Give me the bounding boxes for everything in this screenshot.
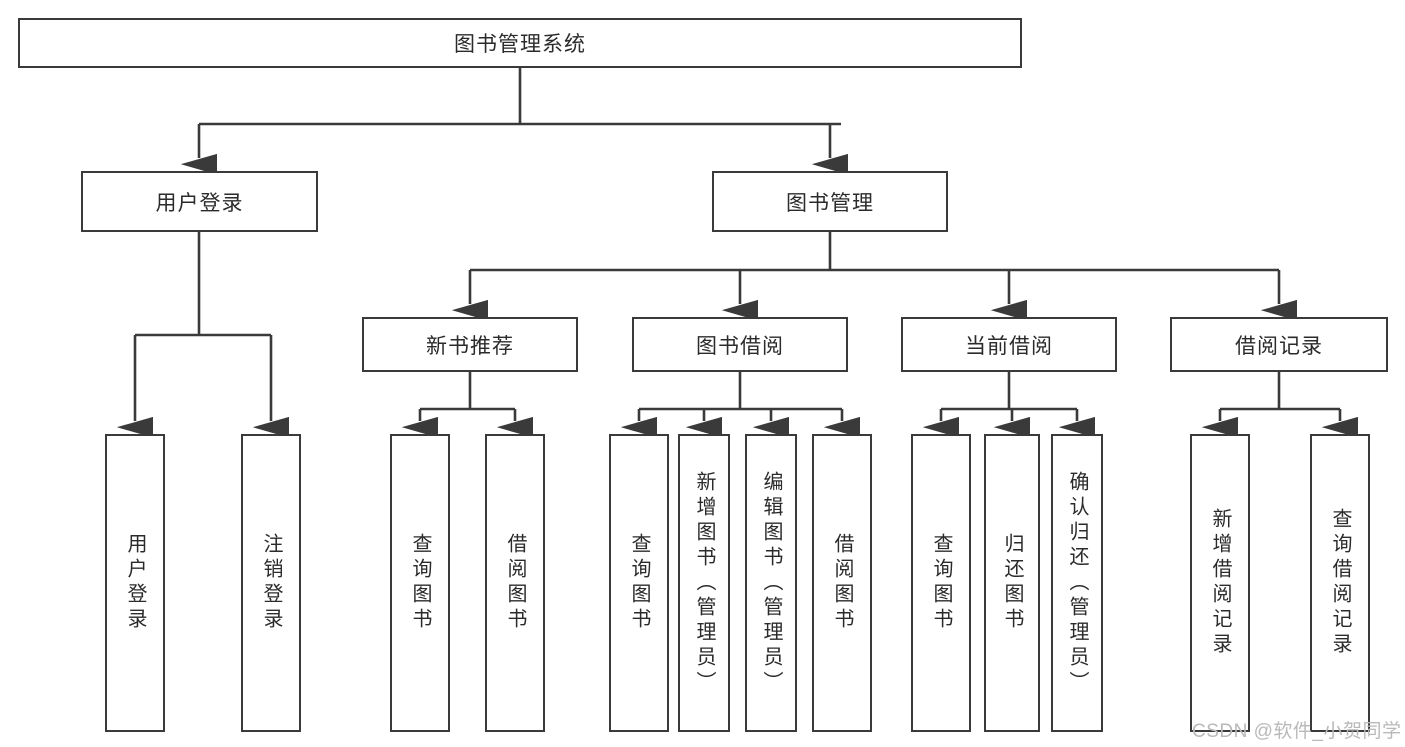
node-leaf-borrow-book-2[interactable]: 借阅图书	[812, 434, 872, 732]
node-leaf-query-book-1-label: 查询图书	[409, 533, 431, 633]
node-leaf-query-book-2[interactable]: 查询图书	[609, 434, 669, 732]
node-book-borrow-label: 图书借阅	[696, 334, 784, 358]
node-leaf-add-borrow-record-label: 新增借阅记录	[1209, 508, 1231, 658]
node-leaf-user-login-label: 用户登录	[124, 533, 146, 633]
node-root-label: 图书管理系统	[454, 33, 586, 56]
node-leaf-return-book-label: 归还图书	[1001, 533, 1023, 633]
node-leaf-edit-book-admin-label: 编辑图书（管理员）	[760, 470, 782, 696]
node-root[interactable]: 图书管理系统	[18, 18, 1022, 68]
node-book-manage[interactable]: 图书管理	[712, 171, 948, 232]
node-leaf-add-book-admin-label: 新增图书（管理员）	[693, 470, 715, 696]
node-leaf-query-borrow-record[interactable]: 查询借阅记录	[1310, 434, 1370, 732]
node-leaf-return-book[interactable]: 归还图书	[984, 434, 1040, 732]
node-current-borrow[interactable]: 当前借阅	[901, 317, 1117, 372]
node-leaf-query-book-3-label: 查询图书	[930, 533, 952, 633]
node-leaf-query-book-1[interactable]: 查询图书	[390, 434, 450, 732]
node-leaf-add-borrow-record[interactable]: 新增借阅记录	[1190, 434, 1250, 732]
node-book-borrow[interactable]: 图书借阅	[632, 317, 848, 372]
node-leaf-user-logout-label: 注销登录	[260, 533, 282, 633]
node-leaf-borrow-book-1[interactable]: 借阅图书	[485, 434, 545, 732]
node-leaf-query-book-3[interactable]: 查询图书	[911, 434, 971, 732]
node-leaf-borrow-book-1-label: 借阅图书	[504, 533, 526, 633]
node-leaf-borrow-book-2-label: 借阅图书	[831, 533, 853, 633]
node-new-book-recommend-label: 新书推荐	[426, 334, 514, 358]
node-new-book-recommend[interactable]: 新书推荐	[362, 317, 578, 372]
node-leaf-edit-book-admin[interactable]: 编辑图书（管理员）	[745, 434, 797, 732]
node-borrow-record-label: 借阅记录	[1235, 334, 1323, 358]
node-user-login-label: 用户登录	[155, 191, 244, 215]
node-leaf-confirm-return-admin[interactable]: 确认归还（管理员）	[1051, 434, 1103, 732]
node-book-manage-label: 图书管理	[786, 191, 874, 215]
node-user-login[interactable]: 用户登录	[81, 171, 318, 232]
node-leaf-query-book-2-label: 查询图书	[628, 533, 650, 633]
node-leaf-query-borrow-record-label: 查询借阅记录	[1329, 508, 1351, 658]
node-leaf-add-book-admin[interactable]: 新增图书（管理员）	[678, 434, 730, 732]
csdn-watermark: CSDN @软件_小贺同学	[1192, 721, 1402, 742]
node-leaf-user-logout[interactable]: 注销登录	[241, 434, 301, 732]
node-current-borrow-label: 当前借阅	[965, 334, 1053, 358]
node-borrow-record[interactable]: 借阅记录	[1170, 317, 1388, 372]
node-leaf-confirm-return-admin-label: 确认归还（管理员）	[1066, 470, 1088, 696]
node-leaf-user-login[interactable]: 用户登录	[105, 434, 165, 732]
